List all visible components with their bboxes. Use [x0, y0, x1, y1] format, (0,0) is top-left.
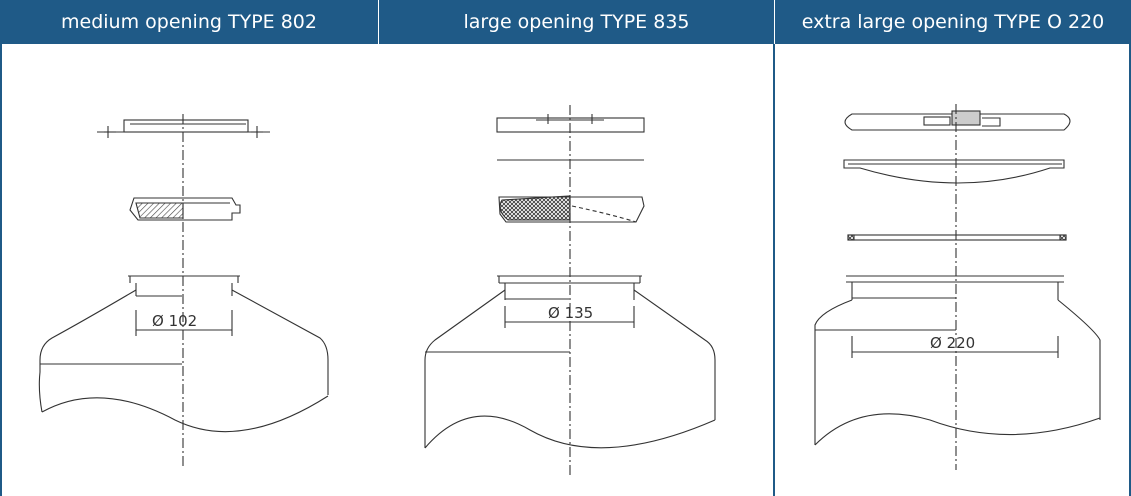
frame-right-border: [1129, 44, 1131, 496]
drawing-type-802: Ø 102: [38, 114, 329, 466]
gasket-part: [847, 234, 1067, 241]
diameter-label-135: Ø 135: [548, 304, 593, 322]
drawing-type-835: Ø 135: [424, 105, 716, 478]
container-body: [814, 275, 1101, 446]
column-title-large: large opening TYPE 835: [463, 11, 690, 33]
frame-left-border: [0, 44, 2, 496]
diameter-label-220: Ø 220: [930, 334, 975, 352]
header-divider: [774, 0, 775, 44]
container-body: [38, 275, 329, 433]
insert-part: [129, 197, 241, 221]
column-title-extra-large: extra large opening TYPE O 220: [801, 11, 1105, 33]
header-bar: medium opening TYPE 802 large opening TY…: [0, 0, 1131, 44]
insert-part: [498, 195, 645, 223]
technical-drawings: Ø 102: [38, 104, 1101, 478]
column-title-medium: medium opening TYPE 802: [61, 11, 317, 33]
column-divider: [773, 44, 775, 496]
diameter-label-102: Ø 102: [152, 312, 197, 330]
lid-part: [843, 159, 1065, 184]
clamp-ring-part: [844, 110, 1071, 131]
header-divider: [378, 0, 379, 44]
drawing-type-o220: Ø 220: [814, 104, 1101, 470]
